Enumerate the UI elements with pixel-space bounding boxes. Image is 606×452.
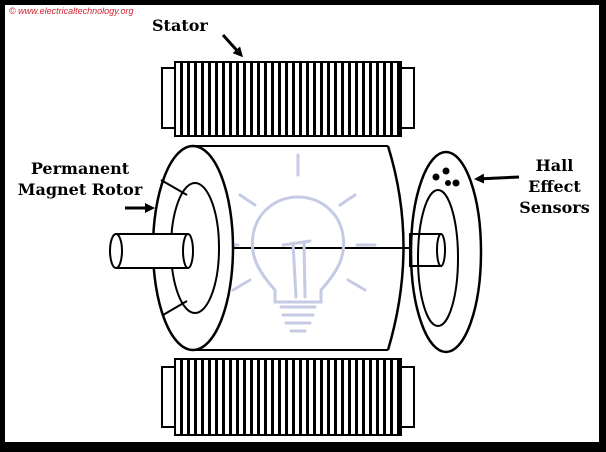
diagram-canvas: © www.electricaltechnology.org Stator Pe… [5, 5, 599, 442]
stator-arrow-icon [221, 33, 244, 58]
hall-sensor-dot-3 [452, 179, 460, 187]
label-hall-line2: Effect [528, 177, 581, 196]
label-hall-line3: Sensors [519, 198, 590, 217]
hall-arrow-icon [474, 173, 520, 184]
stator-top [161, 61, 415, 137]
hall-sensor-disc [409, 150, 483, 354]
label-hall-effect-sensors: Hall Effect Sensors [510, 155, 599, 218]
hall-sensor-dot-4 [445, 180, 451, 186]
label-hall-line1: Hall [535, 156, 574, 175]
label-rotor-line2: Magnet Rotor [17, 180, 143, 199]
bldc-motor-diagram [109, 33, 520, 436]
rotor-shaft-left [109, 233, 194, 269]
arrow-icon [125, 33, 520, 213]
label-stator: Stator [152, 16, 208, 35]
hall-sensor-dot-1 [432, 173, 440, 181]
hall-sensor-dot-2 [442, 167, 450, 175]
label-rotor-line1: Permanent [30, 159, 130, 178]
stator-bottom [161, 358, 415, 436]
watermark-text: © www.electricaltechnology.org [9, 6, 134, 16]
rotor-shaft-right [409, 233, 446, 267]
label-permanent-magnet-rotor: Permanent Magnet Rotor [7, 158, 153, 200]
